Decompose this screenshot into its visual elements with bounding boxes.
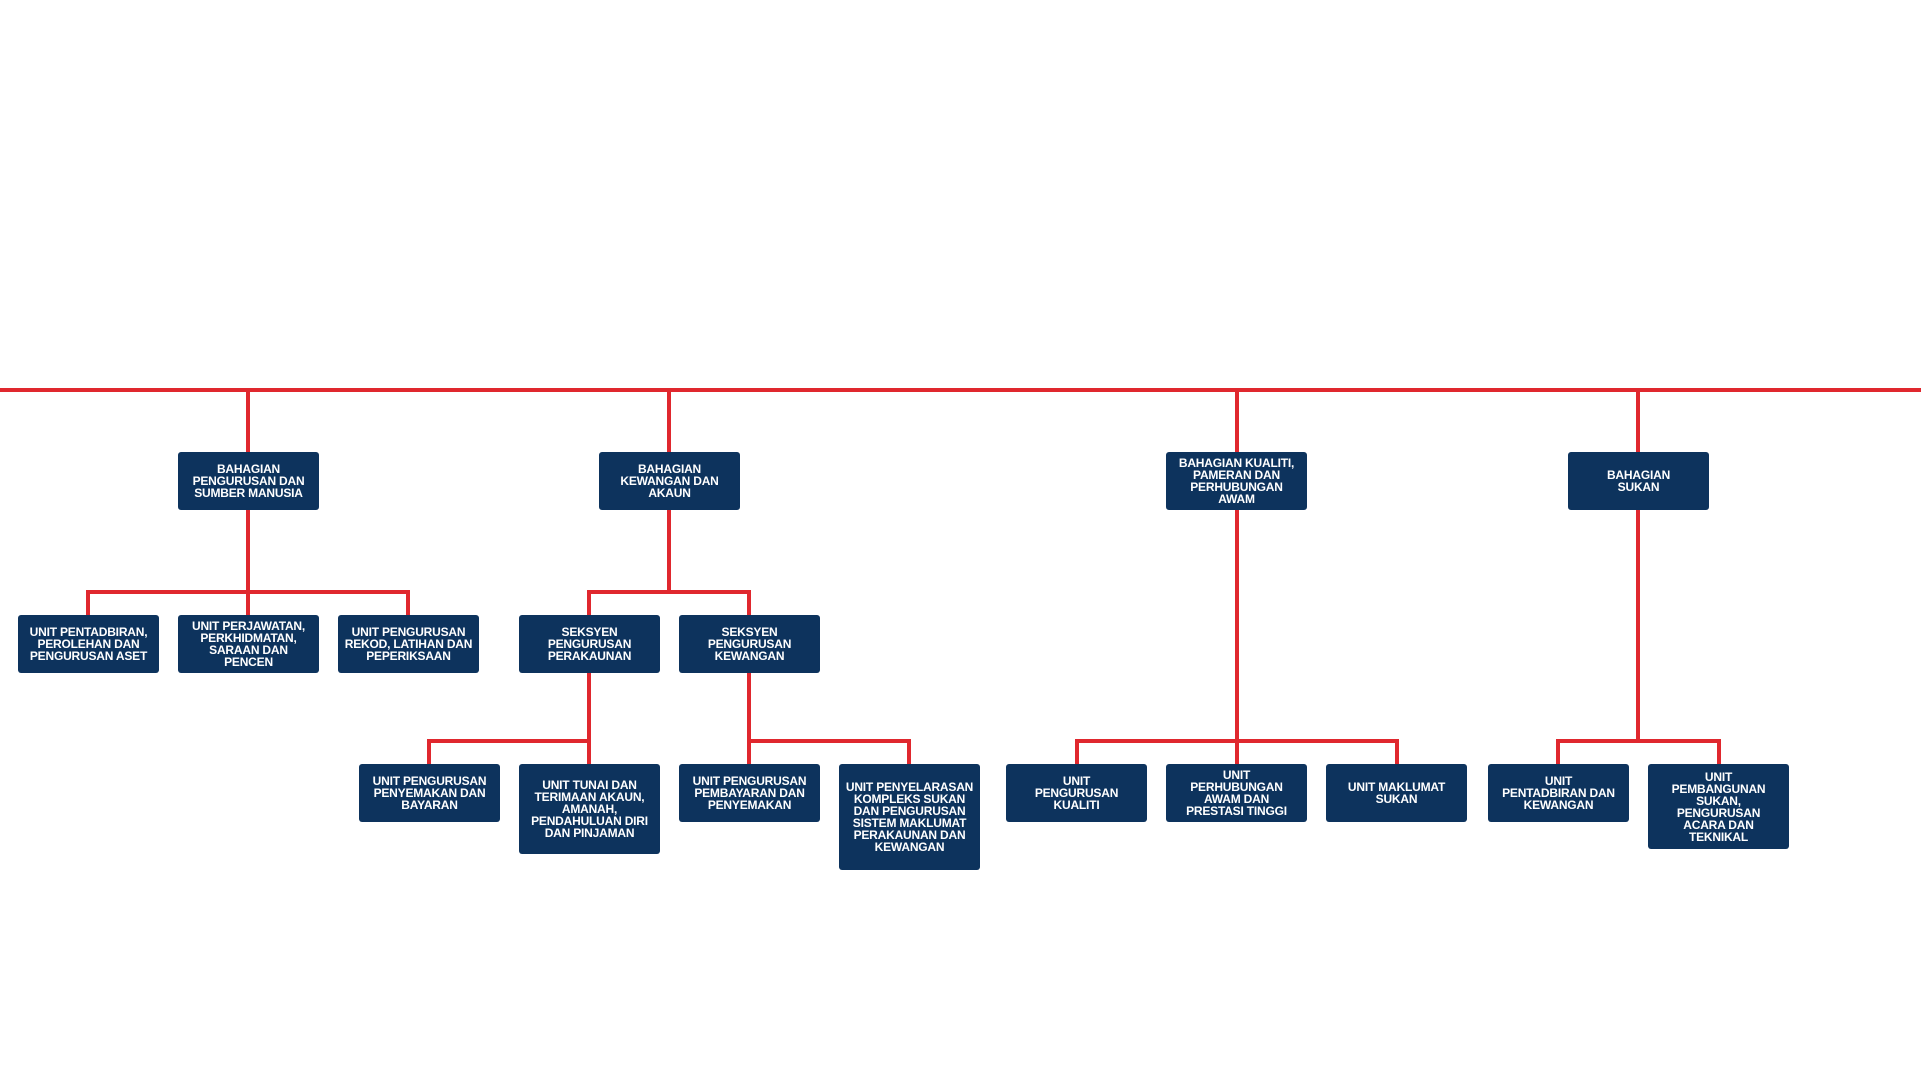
unit-box: UNIT PENGURUSAN REKOD, LATIHAN DAN PEPER…	[338, 615, 479, 673]
connector	[427, 739, 589, 764]
division-box: BAHAGIAN PENGURUSAN DAN SUMBER MANUSIA	[178, 452, 319, 510]
division-box: BAHAGIAN KUALITI, PAMERAN DAN PERHUBUNGA…	[1166, 452, 1307, 510]
connector	[749, 739, 911, 764]
unit-box: UNIT PENGURUSAN KUALITI	[1006, 764, 1147, 822]
unit-box: UNIT PENGURUSAN PENYEMAKAN DAN BAYARAN	[359, 764, 500, 822]
connector	[1556, 739, 1721, 764]
unit-box: UNIT PEMBANGUNAN SUKAN, PENGURUSAN ACARA…	[1648, 764, 1789, 849]
unit-box: UNIT PERJAWATAN, PERKHIDMATAN, SARAAN DA…	[178, 615, 319, 673]
division-box: BAHAGIAN KEWANGAN DAN AKAUN	[599, 452, 740, 510]
section-box: SEKSYEN PENGURUSAN KEWANGAN	[679, 615, 820, 673]
connector	[1075, 739, 1399, 764]
unit-box: UNIT PENYELARASAN KOMPLEKS SUKAN DAN PEN…	[839, 764, 980, 870]
unit-box: UNIT PENTADBIRAN, PEROLEHAN DAN PENGURUS…	[18, 615, 159, 673]
unit-box: UNIT TUNAI DAN TERIMAAN AKAUN, AMANAH, P…	[519, 764, 660, 854]
section-box: SEKSYEN PENGURUSAN PERAKAUNAN	[519, 615, 660, 673]
unit-box: UNIT PERHUBUNGAN AWAM DAN PRESTASI TINGG…	[1166, 764, 1307, 822]
unit-box: UNIT PENGURUSAN PEMBAYARAN DAN PENYEMAKA…	[679, 764, 820, 822]
unit-box: UNIT MAKLUMAT SUKAN	[1326, 764, 1467, 822]
unit-box: UNIT PENTADBIRAN DAN KEWANGAN	[1488, 764, 1629, 822]
connector	[587, 590, 751, 615]
division-box: BAHAGIAN SUKAN	[1568, 452, 1709, 510]
